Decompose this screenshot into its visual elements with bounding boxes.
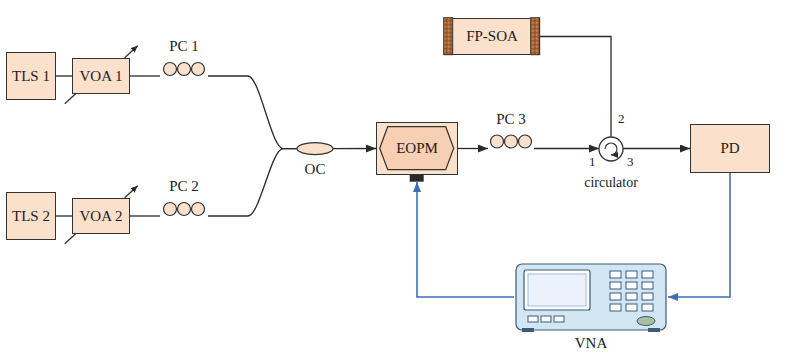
optical-fiber: [540, 37, 611, 137]
modulator-box: EOPM: [376, 122, 458, 175]
network-analyzer: VNA: [514, 262, 668, 354]
laser-source-box: TLS 2: [6, 192, 56, 240]
node-label: VNA: [575, 335, 608, 352]
node-label: OC: [305, 161, 326, 178]
optical-coupler: OC: [292, 136, 338, 178]
node-label: TLS 2: [12, 208, 50, 225]
node-label: EOPM: [396, 140, 438, 157]
node-label: VOA 2: [80, 208, 123, 225]
optical-fiber: [623, 148, 690, 149]
polarization-controller: PC 3: [488, 111, 534, 149]
laser-source-box: TLS 1: [6, 52, 56, 100]
node-label: PD: [720, 140, 739, 157]
optical-fiber: [208, 149, 297, 216]
signal-cable: [668, 173, 730, 297]
node-label: FP-SOA: [466, 28, 518, 45]
signal-cable: [417, 182, 514, 297]
photodetector-box: PD: [690, 124, 770, 173]
node-label: PC 2: [169, 178, 199, 195]
port-number: 2: [618, 112, 625, 126]
port-number: 1: [589, 155, 596, 169]
node-label: PC 1: [169, 38, 199, 55]
optical-fiber: [56, 215, 72, 216]
optical-fiber: [130, 75, 160, 76]
optical-fiber: [534, 148, 599, 149]
node-label: TLS 1: [12, 68, 50, 85]
optical-fiber: [458, 148, 488, 149]
attenuator-box: VOA 1: [72, 58, 130, 94]
optical-fiber: [130, 215, 160, 216]
optical-fiber: [333, 148, 376, 149]
node-label: circulator: [584, 174, 638, 191]
node-label: VOA 1: [80, 68, 123, 85]
port-number: 3: [627, 155, 634, 169]
optical-fiber: [208, 76, 297, 149]
amplifier-box: FP-SOA: [444, 18, 540, 55]
node-label: PC 3: [496, 111, 526, 128]
attenuator-box: VOA 2: [72, 198, 130, 234]
polarization-controller: PC 2: [160, 178, 208, 216]
optical-fiber: [56, 75, 72, 76]
polarization-controller: PC 1: [160, 38, 208, 76]
